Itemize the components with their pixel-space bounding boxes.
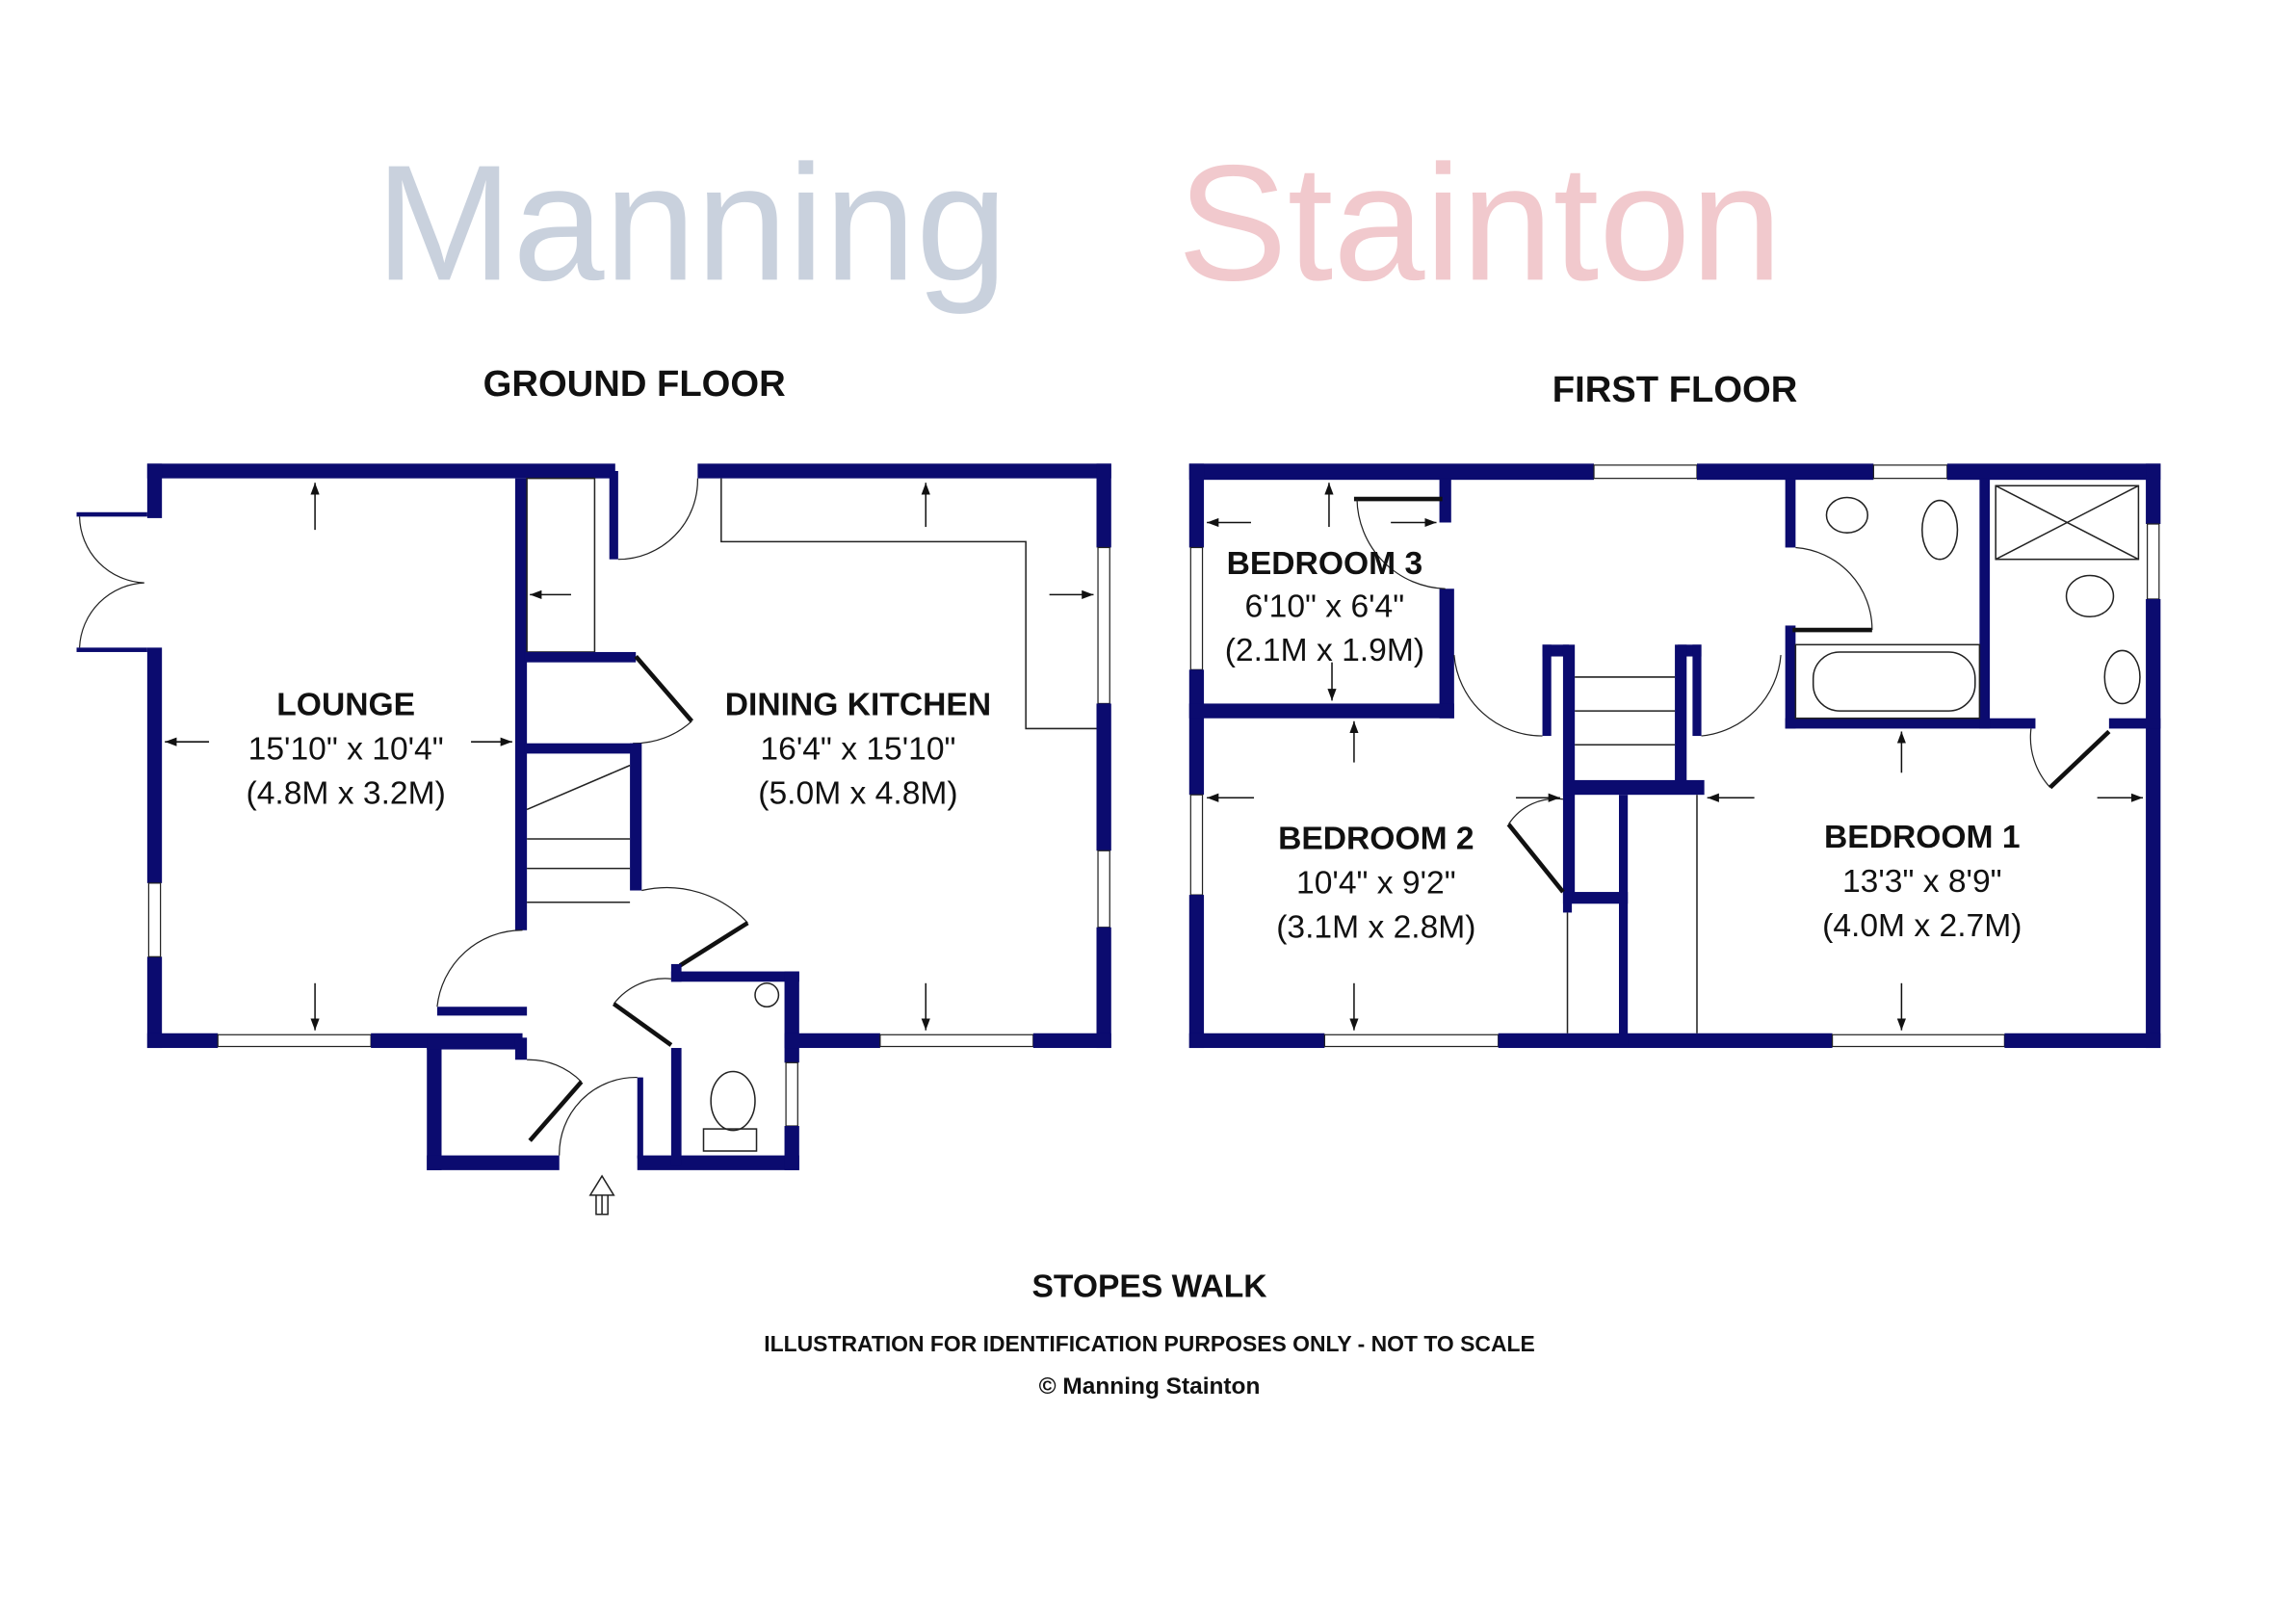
watermark-manning: Manning <box>376 131 1008 315</box>
svg-text:BEDROOM 1: BEDROOM 1 <box>1824 820 2021 855</box>
room-label-lounge: LOUNGE 15'10" x 10'4" (4.8M x 3.2M) <box>247 688 446 812</box>
copyright: © Manning Stainton <box>1039 1373 1261 1400</box>
svg-text:DINING KITCHEN: DINING KITCHEN <box>725 688 991 723</box>
entrance-arrow-icon <box>588 1174 615 1216</box>
svg-text:15'10" x 10'4": 15'10" x 10'4" <box>248 732 444 768</box>
disclaimer: ILLUSTRATION FOR IDENTIFICATION PURPOSES… <box>764 1331 1534 1356</box>
svg-text:(4.8M x 3.2M): (4.8M x 3.2M) <box>247 775 446 811</box>
room-label-dining-kitchen: DINING KITCHEN 16'4" x 15'10" (5.0M x 4.… <box>725 688 991 812</box>
room-label-bedroom-1: BEDROOM 1 13'3" x 8'9" (4.0M x 2.7M) <box>1822 820 2022 944</box>
first-floor-title: FIRST FLOOR <box>1552 369 1798 410</box>
first-floor-plan <box>1188 463 2161 1049</box>
svg-text:(2.1M x 1.9M): (2.1M x 1.9M) <box>1225 633 1424 668</box>
room-label-bedroom-2: BEDROOM 2 10'4" x 9'2" (3.1M x 2.8M) <box>1276 822 1475 946</box>
svg-text:BEDROOM 2: BEDROOM 2 <box>1278 822 1474 857</box>
svg-text:6'10" x 6'4": 6'10" x 6'4" <box>1245 589 1405 624</box>
svg-text:10'4" x 9'2": 10'4" x 9'2" <box>1296 866 1456 902</box>
property-name: STOPES WALK <box>1032 1269 1267 1304</box>
svg-text:LOUNGE: LOUNGE <box>276 688 415 723</box>
ground-floor-title: GROUND FLOOR <box>483 363 786 405</box>
svg-text:13'3" x 8'9": 13'3" x 8'9" <box>1842 864 2002 900</box>
watermark-stainton: Stainton <box>1178 131 1783 315</box>
svg-text:(4.0M x 2.7M): (4.0M x 2.7M) <box>1822 908 2022 944</box>
svg-text:BEDROOM 3: BEDROOM 3 <box>1227 546 1423 582</box>
svg-text:(3.1M x 2.8M): (3.1M x 2.8M) <box>1276 909 1475 945</box>
room-label-bedroom-3: BEDROOM 3 6'10" x 6'4" (2.1M x 1.9M) <box>1225 546 1424 668</box>
svg-text:16'4" x 15'10": 16'4" x 15'10" <box>760 732 955 768</box>
svg-text:(5.0M x 4.8M): (5.0M x 4.8M) <box>758 775 957 811</box>
ground-floor-plan <box>76 463 1111 1216</box>
